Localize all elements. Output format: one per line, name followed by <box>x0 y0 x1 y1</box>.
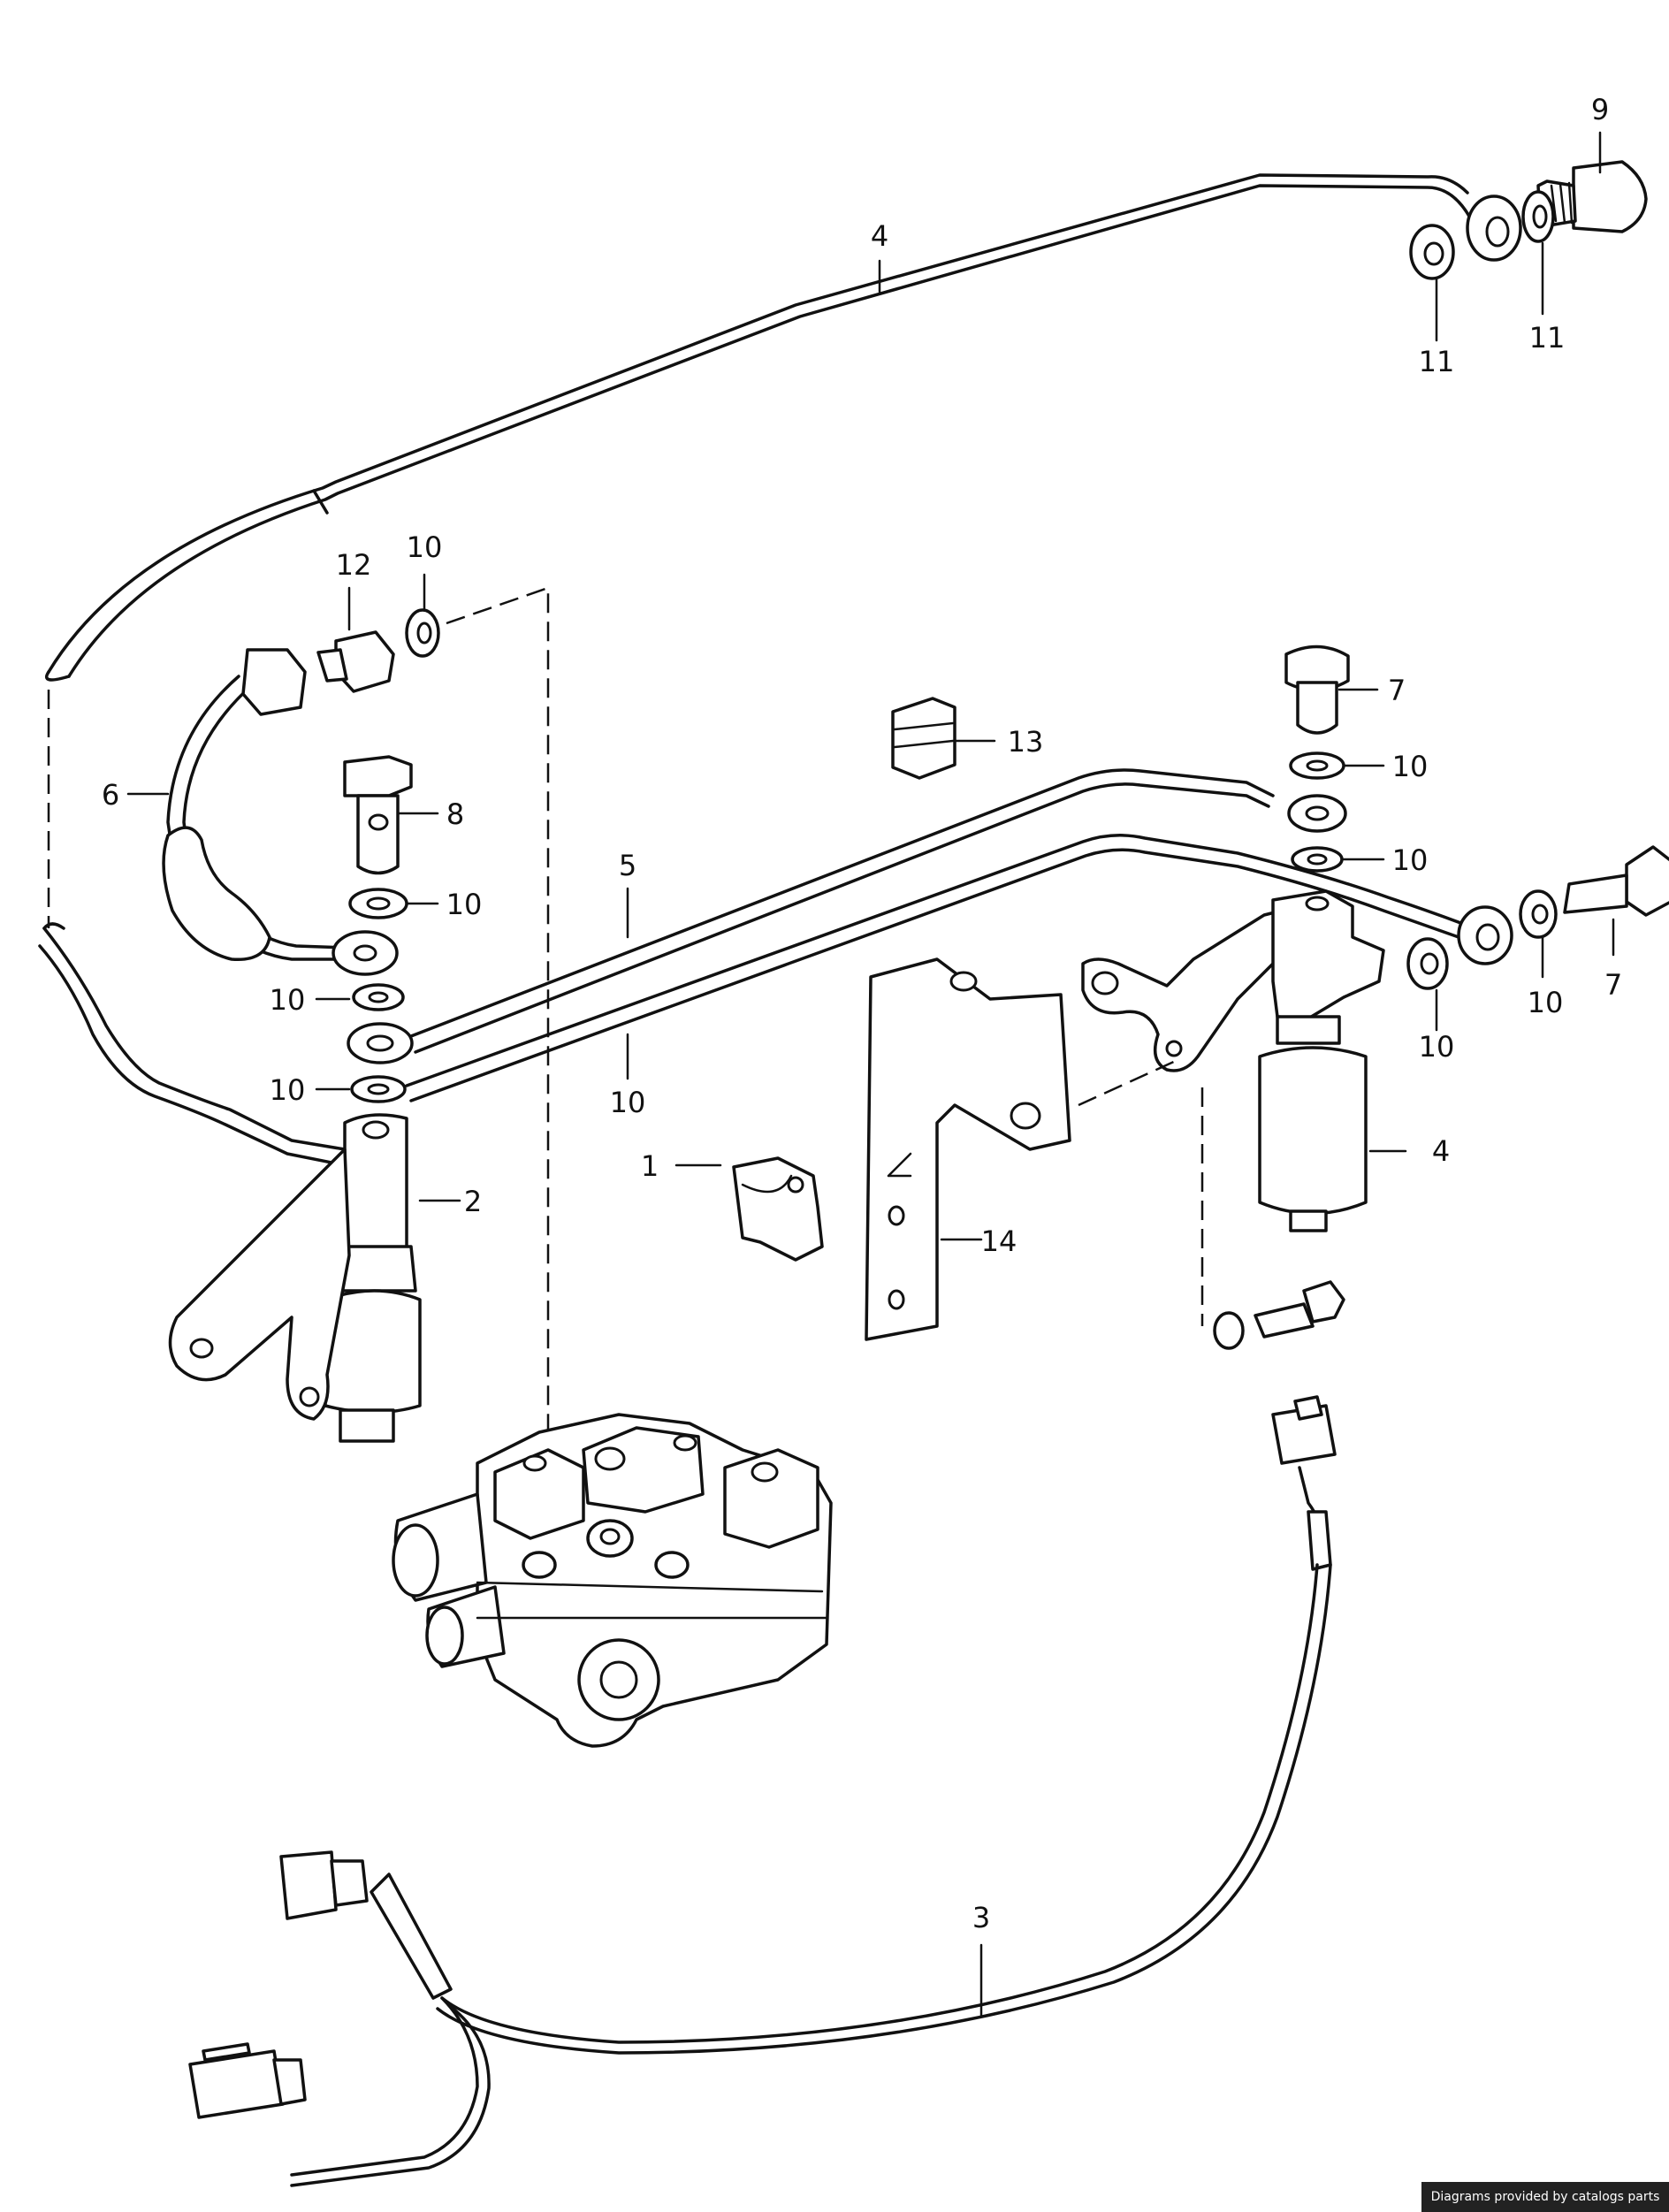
brake-pipes-5-and-4 <box>405 768 1465 1102</box>
washer-10-upper-left <box>348 888 408 919</box>
clamp-14 <box>732 1156 824 1262</box>
washer-10-mid-left <box>352 983 405 1011</box>
callout-2: 4 <box>1432 1134 1450 1168</box>
callout-10-mid-left: 10 <box>270 983 306 1017</box>
wiring-harness-15 <box>188 1395 1337 2187</box>
assembly-line-hose <box>446 586 550 1432</box>
callout-10-right-end: 10 <box>1528 986 1564 1019</box>
callout-10-upper-left: 10 <box>446 888 483 921</box>
brake-pipe-4-top <box>38 173 1474 1167</box>
callout-11-right: 11 <box>1529 321 1566 355</box>
callout-7-right: 7 <box>1604 968 1622 1002</box>
clip-13 <box>891 697 956 780</box>
washer-10-right-mid <box>1291 846 1344 873</box>
callout-9: 9 <box>1591 93 1609 126</box>
banjo-fitting-right-end <box>1457 905 1513 965</box>
callout-10-lower-left: 10 <box>270 1073 306 1107</box>
washer-10-lower-left <box>350 1075 407 1103</box>
callout-4-top: 4 <box>871 219 888 253</box>
banjo-bolt-7-top <box>1284 645 1350 735</box>
washer-11-left <box>1409 224 1455 280</box>
banjo-bolt-8 <box>343 755 413 875</box>
callout-13: 13 <box>1008 725 1044 759</box>
master-cylinder <box>392 1413 833 1748</box>
washer-10-hose <box>405 608 440 658</box>
washer-10-right-low <box>1406 937 1449 990</box>
callout-4-mid: 10 <box>610 1086 646 1119</box>
callout-7-top: 7 <box>1388 674 1406 707</box>
banjo-fitting-left <box>347 1022 414 1064</box>
callout-14: 1 <box>641 1149 659 1183</box>
brake-hose-6 <box>162 648 399 976</box>
bolt-and-washer-switch <box>1213 1280 1345 1350</box>
callout-15: 3 <box>972 1901 990 1934</box>
callout-10-right-mid: 10 <box>1392 843 1429 877</box>
callout-6: 6 <box>102 778 119 812</box>
banjo-bolt-7-right <box>1563 845 1669 917</box>
callout-12: 12 <box>336 548 372 582</box>
callout-5: 5 <box>619 849 636 882</box>
bracket-3 <box>865 957 1071 1341</box>
pressure-switch-1 <box>168 1113 422 1443</box>
washer-10-right-end <box>1519 889 1558 939</box>
callout-8: 8 <box>446 797 464 831</box>
banjo-fitting-right-upper <box>1287 794 1347 833</box>
pressure-switch-2 <box>1081 889 1385 1232</box>
callout-1: 2 <box>464 1185 482 1218</box>
callout-3: 14 <box>981 1224 1017 1258</box>
credit-badge: Diagrams provided by catalogs parts <box>1421 2182 1669 2212</box>
callout-11-left: 11 <box>1419 345 1455 378</box>
bolt-12 <box>316 630 395 693</box>
assembly-line-bracket <box>1078 1059 1177 1107</box>
washer-11-right <box>1521 190 1555 243</box>
washer-10-right-top <box>1289 751 1345 780</box>
callout-10-right-low: 10 <box>1419 1030 1455 1064</box>
callout-10-hose: 10 <box>407 530 443 564</box>
callout-10-right-top: 10 <box>1392 750 1429 783</box>
banjo-fitting-top <box>1466 195 1522 262</box>
leader-lines <box>126 131 1615 2017</box>
